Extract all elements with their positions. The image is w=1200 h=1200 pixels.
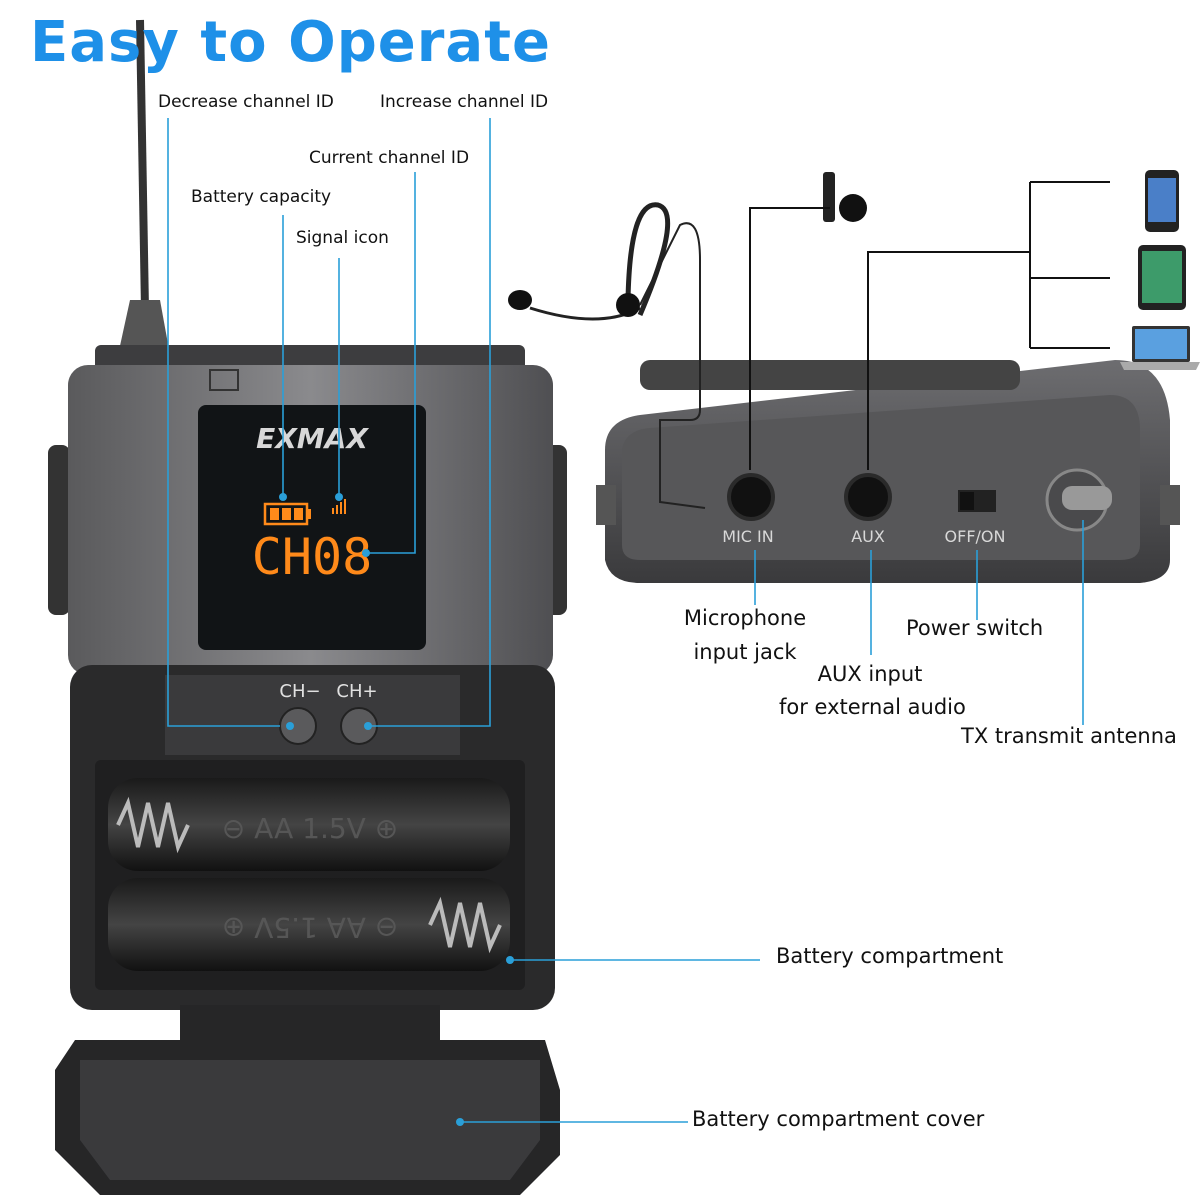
headset-microphone (508, 202, 706, 509)
ch-minus-button[interactable] (279, 707, 317, 745)
aux-jack[interactable] (844, 473, 892, 521)
battery-compartment (70, 665, 555, 1010)
callout-microphone-jack-line2: input jack (693, 640, 797, 664)
callout-dots (279, 493, 514, 1126)
channel-display: CH08 (252, 528, 372, 586)
ch-minus-label: CH− (279, 681, 320, 702)
callout-battery-compartment: Battery compartment (776, 944, 1004, 968)
antenna-stub (1062, 486, 1112, 510)
callout-decrease-channel: Decrease channel ID (158, 92, 334, 112)
page-title: Easy to Operate (30, 10, 551, 75)
battery-level-icon (263, 502, 311, 526)
battery-marking-bottom: ⊖ AA 1.5V ⊕ (222, 911, 398, 944)
callout-lines (167, 118, 1084, 1123)
callout-signal-icon: Signal icon (296, 228, 389, 248)
callout-current-channel: Current channel ID (309, 148, 470, 168)
mic-in-jack[interactable] (727, 473, 775, 521)
callout-power-switch: Power switch (906, 616, 1044, 640)
callout-aux-input-line2: for external audio (779, 695, 966, 719)
callout-aux-input-line1: AUX input (817, 662, 923, 686)
lavalier-microphone (749, 172, 867, 470)
battery-cover (55, 1005, 560, 1195)
brand-logo: EXMAX (256, 422, 369, 455)
callout-increase-channel: Increase channel ID (380, 92, 549, 112)
callout-battery-capacity: Battery capacity (191, 187, 332, 207)
transmitter-top-view (596, 360, 1180, 583)
aux-port-label: AUX (851, 527, 885, 546)
off-on-port-label: OFF/ON (945, 527, 1006, 546)
lcd-screen (198, 405, 426, 650)
callout-tx-antenna: TX transmit antenna (961, 724, 1177, 748)
laptop-icon (1120, 326, 1200, 370)
callout-microphone-jack-line1: Microphone (683, 606, 807, 630)
tablet-icon (1138, 245, 1186, 310)
battery-marking-top: ⊖ AA 1.5V ⊕ (222, 812, 398, 845)
power-switch-knob (960, 492, 974, 510)
antenna-wire (118, 19, 170, 355)
smartphone-icon (1145, 170, 1179, 232)
mic-in-port-label: MIC IN (722, 527, 773, 546)
callout-battery-cover: Battery compartment cover (692, 1107, 985, 1131)
signal-strength-icon (332, 499, 346, 514)
aux-device-wiring (867, 181, 1110, 470)
ch-plus-label: CH+ (336, 681, 377, 702)
